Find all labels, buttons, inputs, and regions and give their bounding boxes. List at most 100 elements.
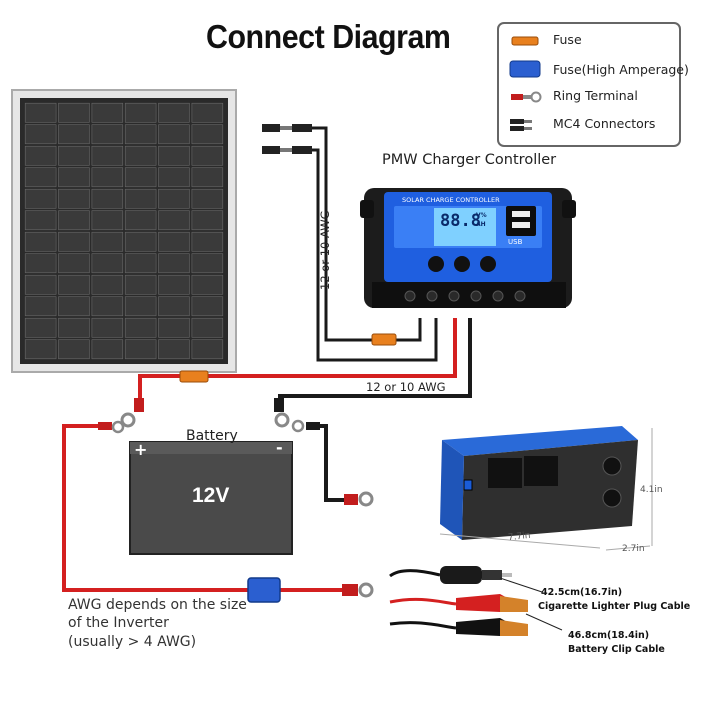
- cigarette-lighter-cable: [389, 566, 543, 593]
- solar-cell: [191, 102, 224, 123]
- solar-cell: [58, 274, 90, 295]
- solar-cell: [91, 102, 124, 123]
- clip-cable-length: 46.8cm(18.4in): [568, 630, 650, 641]
- inverter: [439, 426, 653, 551]
- solar-cell: [91, 253, 124, 274]
- controller-terminal: [426, 290, 438, 302]
- solar-cell: [191, 253, 224, 274]
- solar-cell: [24, 339, 57, 360]
- solar-cell: [91, 339, 124, 360]
- solar-cell: [191, 210, 224, 231]
- solar-cell: [58, 102, 90, 123]
- panel-wire-3: [396, 318, 422, 342]
- charge-controller: [360, 188, 576, 308]
- solar-cell: [124, 231, 157, 252]
- solar-cell: [158, 124, 190, 145]
- solar-cell: [24, 296, 57, 317]
- inverter-height: 4.1in: [640, 485, 663, 495]
- solar-cell: [124, 210, 157, 231]
- controller-terminal: [448, 290, 460, 302]
- controller-terminal: [492, 290, 504, 302]
- panel-wire-1: [312, 126, 372, 342]
- ring-terminal-icon: [511, 91, 542, 103]
- solar-cell: [124, 274, 157, 295]
- panel-wire-2: [312, 148, 438, 362]
- controller-unit-top: V%: [476, 212, 487, 219]
- solar-cell: [124, 124, 157, 145]
- battery-voltage: 12V: [192, 484, 230, 507]
- controller-usb-label: USB: [508, 238, 523, 246]
- battery-wire-gauge: 12 or 10 AWG: [366, 380, 446, 394]
- battery-plus: +: [134, 440, 148, 459]
- controller-label: PMW Charger Controller: [382, 152, 557, 168]
- inverter-red-terminal: [342, 584, 358, 596]
- solar-panel: [11, 89, 237, 373]
- controller-terminal: [514, 290, 526, 302]
- solar-cell: [158, 231, 190, 252]
- clip-cable-name: Battery Clip Cable: [568, 644, 665, 655]
- battery-clip-cable: [389, 594, 563, 636]
- solar-cell: [24, 253, 57, 274]
- solar-cell: [91, 188, 124, 209]
- solar-cell: [91, 231, 124, 252]
- inverter-black-wire: [320, 424, 344, 502]
- solar-cell: [124, 167, 157, 188]
- solar-cell: [58, 317, 90, 338]
- solar-cell: [158, 317, 190, 338]
- solar-cell: [58, 145, 90, 166]
- solar-cell: [191, 274, 224, 295]
- solar-cell: [58, 210, 90, 231]
- battery: [129, 441, 293, 555]
- panel-fuse: [371, 333, 397, 346]
- solar-cell: [24, 188, 57, 209]
- solar-cell: [124, 145, 157, 166]
- solar-cell: [158, 188, 190, 209]
- high-amp-fuse: [247, 577, 281, 603]
- solar-cell: [191, 339, 224, 360]
- solar-cell: [24, 124, 57, 145]
- solar-cell: [124, 188, 157, 209]
- inverter-red-wire: [62, 424, 250, 592]
- mc4-connectors: [262, 124, 312, 154]
- battery-label: Battery: [186, 428, 238, 444]
- inverter-red-ring: [358, 582, 374, 598]
- solar-cell: [24, 210, 57, 231]
- controller-unit-bottom: AH: [476, 221, 486, 228]
- solar-cell: [158, 296, 190, 317]
- inverter-black-ring: [358, 491, 374, 507]
- solar-cell: [191, 231, 224, 252]
- solar-cell: [191, 124, 224, 145]
- solar-cell: [124, 339, 157, 360]
- solar-cell: [91, 296, 124, 317]
- solar-cell: [158, 167, 190, 188]
- solar-cell: [91, 317, 124, 338]
- solar-cell: [24, 102, 57, 123]
- controller-screen-title: SOLAR CHARGE CONTROLLER: [402, 196, 500, 204]
- panel-wire-gauge: 12 or 10 AWG: [318, 210, 332, 290]
- solar-cell: [58, 231, 90, 252]
- solar-cell: [191, 317, 224, 338]
- solar-cell: [191, 188, 224, 209]
- solar-cell: [58, 188, 90, 209]
- inverter-note-line1: AWG depends on the size: [68, 597, 247, 613]
- solar-cell: [124, 317, 157, 338]
- solar-cell: [158, 102, 190, 123]
- battery-minus: -: [276, 438, 283, 457]
- solar-cell: [158, 210, 190, 231]
- cig-cable-length: 42.5cm(16.7in): [541, 587, 623, 598]
- inverter-note-line2: of the Inverter: [68, 615, 169, 631]
- solar-cell: [158, 145, 190, 166]
- solar-cell: [158, 339, 190, 360]
- solar-cell: [191, 167, 224, 188]
- solar-cell: [24, 145, 57, 166]
- solar-cell: [91, 124, 124, 145]
- inverter-note-line3: (usually > 4 AWG): [68, 634, 197, 650]
- solar-cell: [124, 102, 157, 123]
- ring-terminals: [98, 398, 320, 434]
- fuse-icon: [511, 36, 539, 46]
- controller-terminal: [470, 290, 482, 302]
- solar-cell: [58, 339, 90, 360]
- cig-cable-name: Cigarette Lighter Plug Cable: [538, 601, 691, 612]
- high-amperage-fuse-icon: [509, 60, 541, 78]
